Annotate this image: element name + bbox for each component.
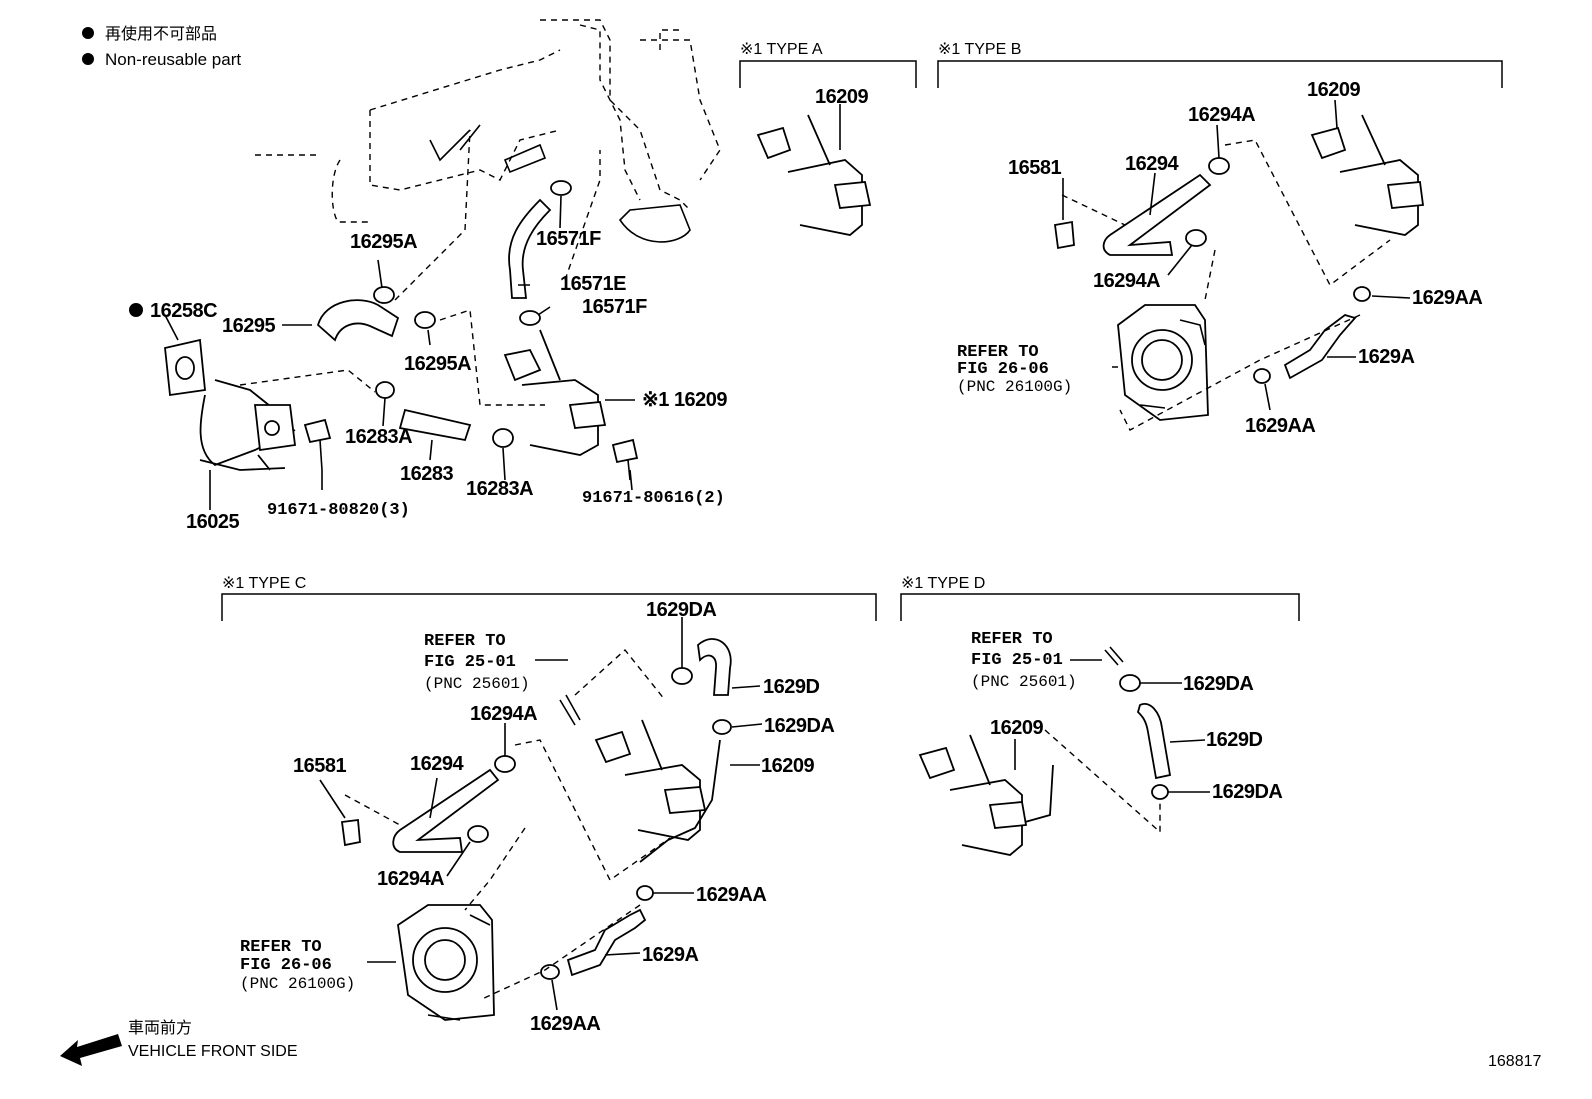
non-reusable-dot-icon xyxy=(82,27,94,39)
type-d-refer-line3: (PNC 25601) xyxy=(971,673,1077,691)
legend-jp: 再使用不可部品 xyxy=(105,25,217,43)
type-b-refer-line1: REFER TO xyxy=(957,343,1039,362)
label-16283A-left: 16283A xyxy=(345,426,412,448)
type-d-title: ※1 TYPE D xyxy=(901,575,985,592)
type-c-refer25-line3: (PNC 25601) xyxy=(424,675,530,693)
type-c-label-1629AA-top: 1629AA xyxy=(696,884,766,906)
type-b-refer-line2: FIG 26-06 xyxy=(957,360,1049,379)
label-16571E: 16571E xyxy=(560,273,626,295)
type-c-label-16294: 16294 xyxy=(410,753,464,775)
label-16295A-top: 16295A xyxy=(350,231,417,253)
type-b-title: ※1 TYPE B xyxy=(938,41,1021,58)
type-c-refer25-line1: REFER TO xyxy=(424,632,506,651)
type-d-section: ※1 TYPE D REFER TO FIG 25-01 (PNC 25601)… xyxy=(900,575,1300,856)
type-c-refer26-line1: REFER TO xyxy=(240,938,322,957)
legend-en: Non-reusable part xyxy=(105,50,241,69)
non-reusable-dot-icon xyxy=(129,303,143,317)
direction-indicator: 車両前方 VEHICLE FRONT SIDE xyxy=(60,1019,298,1066)
type-b-section: ※1 TYPE B 16294A 16209 16581 16294 16294 xyxy=(937,41,1503,437)
label-16209-ref: ※1 16209 xyxy=(642,389,727,411)
type-b-label-1629AA-top: 1629AA xyxy=(1412,287,1482,309)
type-c-refer26-line3: (PNC 26100G) xyxy=(240,975,355,993)
label-16283: 16283 xyxy=(400,463,453,485)
type-d-label-1629DA-top: 1629DA xyxy=(1183,673,1253,695)
type-b-label-16294: 16294 xyxy=(1125,153,1179,175)
type-b-label-16581: 16581 xyxy=(1008,157,1061,179)
type-c-label-1629D: 1629D xyxy=(763,676,819,698)
type-c-label-16294A-bottom: 16294A xyxy=(377,868,444,890)
type-c-refer25-line2: FIG 25-01 xyxy=(424,653,516,672)
type-d-refer-line2: FIG 25-01 xyxy=(971,651,1063,670)
legend: 再使用不可部品 Non-reusable part xyxy=(82,25,241,69)
label-91671-80820: 91671-80820(3) xyxy=(267,501,410,520)
type-c-section: ※1 TYPE C REFER xyxy=(221,575,877,1035)
type-b-label-16294A-bottom: 16294A xyxy=(1093,270,1160,292)
type-b-label-1629A: 1629A xyxy=(1358,346,1414,368)
type-c-refer26-line2: FIG 26-06 xyxy=(240,956,332,975)
direction-jp: 車両前方 xyxy=(128,1019,192,1037)
main-assembly: 16295A 16258C 16295 16295A 16571F 16571E… xyxy=(129,19,728,533)
type-b-label-16294A-top: 16294A xyxy=(1188,104,1255,126)
non-reusable-dot-icon xyxy=(82,53,94,65)
label-16295: 16295 xyxy=(222,315,275,337)
type-a-label-16209: 16209 xyxy=(815,86,868,108)
type-d-label-16209: 16209 xyxy=(990,717,1043,739)
type-d-label-1629DA-bottom: 1629DA xyxy=(1212,781,1282,803)
label-16571F-bottom: 16571F xyxy=(582,296,647,318)
type-a-title: ※1 TYPE A xyxy=(740,41,823,58)
label-16025: 16025 xyxy=(186,511,239,533)
type-c-label-16209: 16209 xyxy=(761,755,814,777)
type-c-label-16581: 16581 xyxy=(293,755,346,777)
figure-number: 168817 xyxy=(1488,1053,1541,1070)
type-a-section: ※1 TYPE A 16209 xyxy=(739,41,917,236)
type-c-label-1629DA-mid: 1629DA xyxy=(764,715,834,737)
label-16571F-top: 16571F xyxy=(536,228,601,250)
type-c-label-1629A: 1629A xyxy=(642,944,698,966)
label-16295A-bottom: 16295A xyxy=(404,353,471,375)
direction-en: VEHICLE FRONT SIDE xyxy=(128,1043,298,1060)
type-b-label-1629AA-bottom: 1629AA xyxy=(1245,415,1315,437)
type-d-label-1629D: 1629D xyxy=(1206,729,1262,751)
type-c-label-1629AA-bottom: 1629AA xyxy=(530,1013,600,1035)
type-c-title: ※1 TYPE C xyxy=(222,575,306,592)
type-c-label-1629DA-top: 1629DA xyxy=(646,599,716,621)
type-c-label-16294A-top: 16294A xyxy=(470,703,537,725)
type-b-label-16209: 16209 xyxy=(1307,79,1360,101)
type-d-refer-line1: REFER TO xyxy=(971,630,1053,649)
front-arrow-icon xyxy=(60,1034,122,1066)
label-16258C: 16258C xyxy=(150,300,217,322)
label-91671-80616: 91671-80616(2) xyxy=(582,489,725,508)
label-16283A-bottom: 16283A xyxy=(466,478,533,500)
type-b-refer-line3: (PNC 26100G) xyxy=(957,378,1072,396)
